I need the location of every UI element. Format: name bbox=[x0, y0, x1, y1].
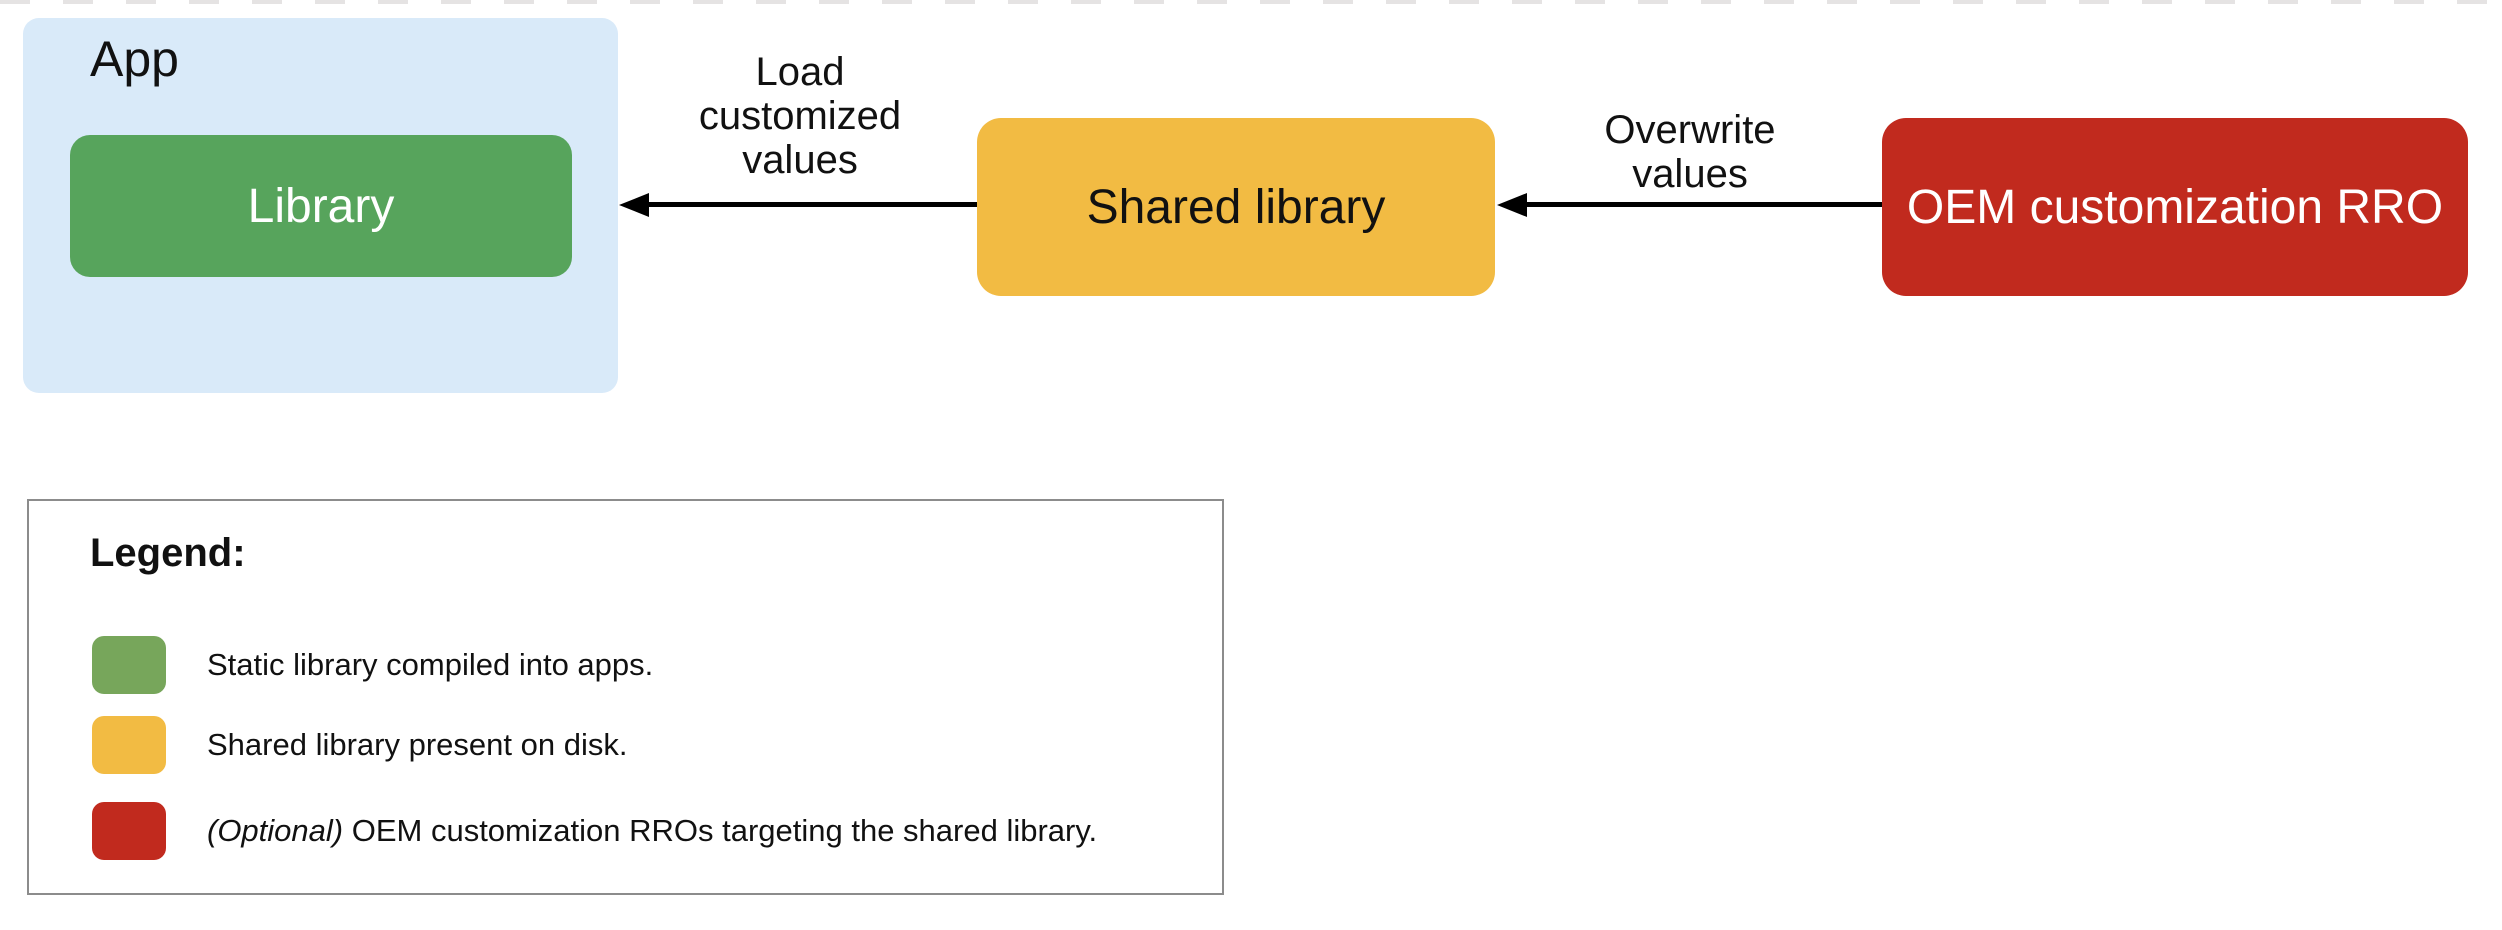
arrow-label-load-customized-values: Load customized values bbox=[698, 50, 902, 182]
library-label: Library bbox=[247, 179, 395, 233]
cropped-dashed-border bbox=[0, 0, 2502, 4]
oem-customization-rro-box: OEM customization RRO bbox=[1882, 118, 2468, 296]
green-swatch-icon bbox=[92, 636, 166, 694]
legend-row-shared-library: Shared library present on disk. bbox=[92, 716, 627, 774]
legend-italic-prefix: (Optional) bbox=[207, 813, 344, 848]
arrow-line-oem-to-shared bbox=[1522, 202, 1882, 207]
legend-text-main: Static library compiled into apps. bbox=[207, 647, 654, 682]
shared-library-label: Shared library bbox=[1086, 180, 1386, 234]
app-container-box: App Library bbox=[23, 18, 618, 393]
app-label: App bbox=[90, 31, 179, 87]
oem-customization-rro-label: OEM customization RRO bbox=[1906, 180, 2444, 234]
legend-text-main: Shared library present on disk. bbox=[207, 727, 628, 762]
arrowhead-left-icon bbox=[1497, 193, 1527, 217]
library-box: Library bbox=[70, 135, 572, 277]
legend-box: Legend: Static library compiled into app… bbox=[27, 499, 1224, 895]
arrowhead-left-icon bbox=[619, 193, 649, 217]
arrow-line-shared-to-library bbox=[644, 202, 977, 207]
legend-row-text: (Optional) OEM customization RROs target… bbox=[207, 813, 1097, 849]
shared-library-box: Shared library bbox=[977, 118, 1495, 296]
legend-row-static-library: Static library compiled into apps. bbox=[92, 636, 653, 694]
legend-title: Legend: bbox=[90, 531, 246, 575]
legend-row-oem-rro: (Optional) OEM customization RROs target… bbox=[92, 802, 1097, 860]
yellow-swatch-icon bbox=[92, 716, 166, 774]
arrow-label-overwrite-values: Overwrite values bbox=[1604, 108, 1776, 196]
legend-text-main: OEM customization RROs targeting the sha… bbox=[343, 813, 1098, 848]
legend-row-text: Shared library present on disk. bbox=[207, 727, 627, 763]
red-swatch-icon bbox=[92, 802, 166, 860]
legend-row-text: Static library compiled into apps. bbox=[207, 647, 653, 683]
